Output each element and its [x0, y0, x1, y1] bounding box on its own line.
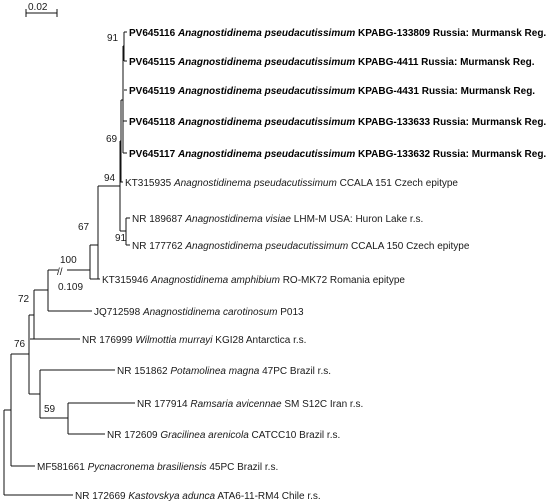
- support-value: 94: [104, 173, 116, 184]
- support-value: 59: [44, 404, 56, 415]
- taxon-label: NR 172609 Gracilinea arenicola CATCC10 B…: [107, 430, 340, 441]
- scale-bar-label: 0.02: [28, 2, 48, 13]
- taxon-label: JQ712598 Anagnostidinema carotinosum P01…: [94, 307, 304, 318]
- support-value: 76: [14, 339, 26, 350]
- break-branch-length: 0.109: [58, 282, 83, 293]
- support-value: 67: [78, 222, 90, 233]
- taxon-label: NR 177762 Anagnostidinema pseudacutissim…: [132, 241, 470, 252]
- tree-branches: [3, 31, 135, 496]
- taxon-label: NR 151862 Potamolinea magna 47PC Brazil …: [117, 366, 331, 377]
- taxon-label: PV645117 Anagnostidinema pseudacutissimu…: [129, 149, 546, 160]
- taxon-label: PV645115 Anagnostidinema pseudacutissimu…: [129, 57, 535, 68]
- taxon-label: KT315946 Anagnostidinema amphibium RO-MK…: [102, 275, 405, 286]
- taxon-label: MF581661 Pycnacronema brasiliensis 45PC …: [37, 462, 278, 473]
- taxon-label: NR 177914 Ramsaria avicennae SM S12C Ira…: [137, 399, 363, 410]
- scale-bar: 0.02: [25, 2, 58, 17]
- support-value: 91: [107, 33, 119, 44]
- break-support-value: 100: [60, 255, 77, 266]
- support-value: 69: [106, 134, 118, 145]
- support-value: 91: [115, 233, 127, 244]
- break-symbol: //: [57, 267, 63, 278]
- taxon-label: PV645119 Anagnostidinema pseudacutissimu…: [129, 86, 535, 97]
- taxon-label: NR 172669 Kastovskya adunca ATA6-11-RM4 …: [75, 491, 321, 501]
- branch-break-marker: // 100 0.109: [57, 255, 83, 293]
- taxon-label: PV645116 Anagnostidinema pseudacutissimu…: [129, 28, 546, 39]
- support-value: 72: [18, 294, 30, 305]
- taxon-label: NR 189687 Anagnostidinema visiae LHM-M U…: [132, 214, 423, 225]
- support-values: 91 69 94 91 67 72 76 59: [14, 33, 127, 415]
- taxon-labels: PV645116 Anagnostidinema pseudacutissimu…: [37, 28, 546, 501]
- taxon-label: PV645118 Anagnostidinema pseudacutissimu…: [129, 117, 546, 128]
- taxon-label: NR 176999 Wilmottia murrayi KGI28 Antarc…: [82, 335, 306, 346]
- taxon-label: KT315935 Anagnostidinema pseudacutissimu…: [125, 178, 458, 189]
